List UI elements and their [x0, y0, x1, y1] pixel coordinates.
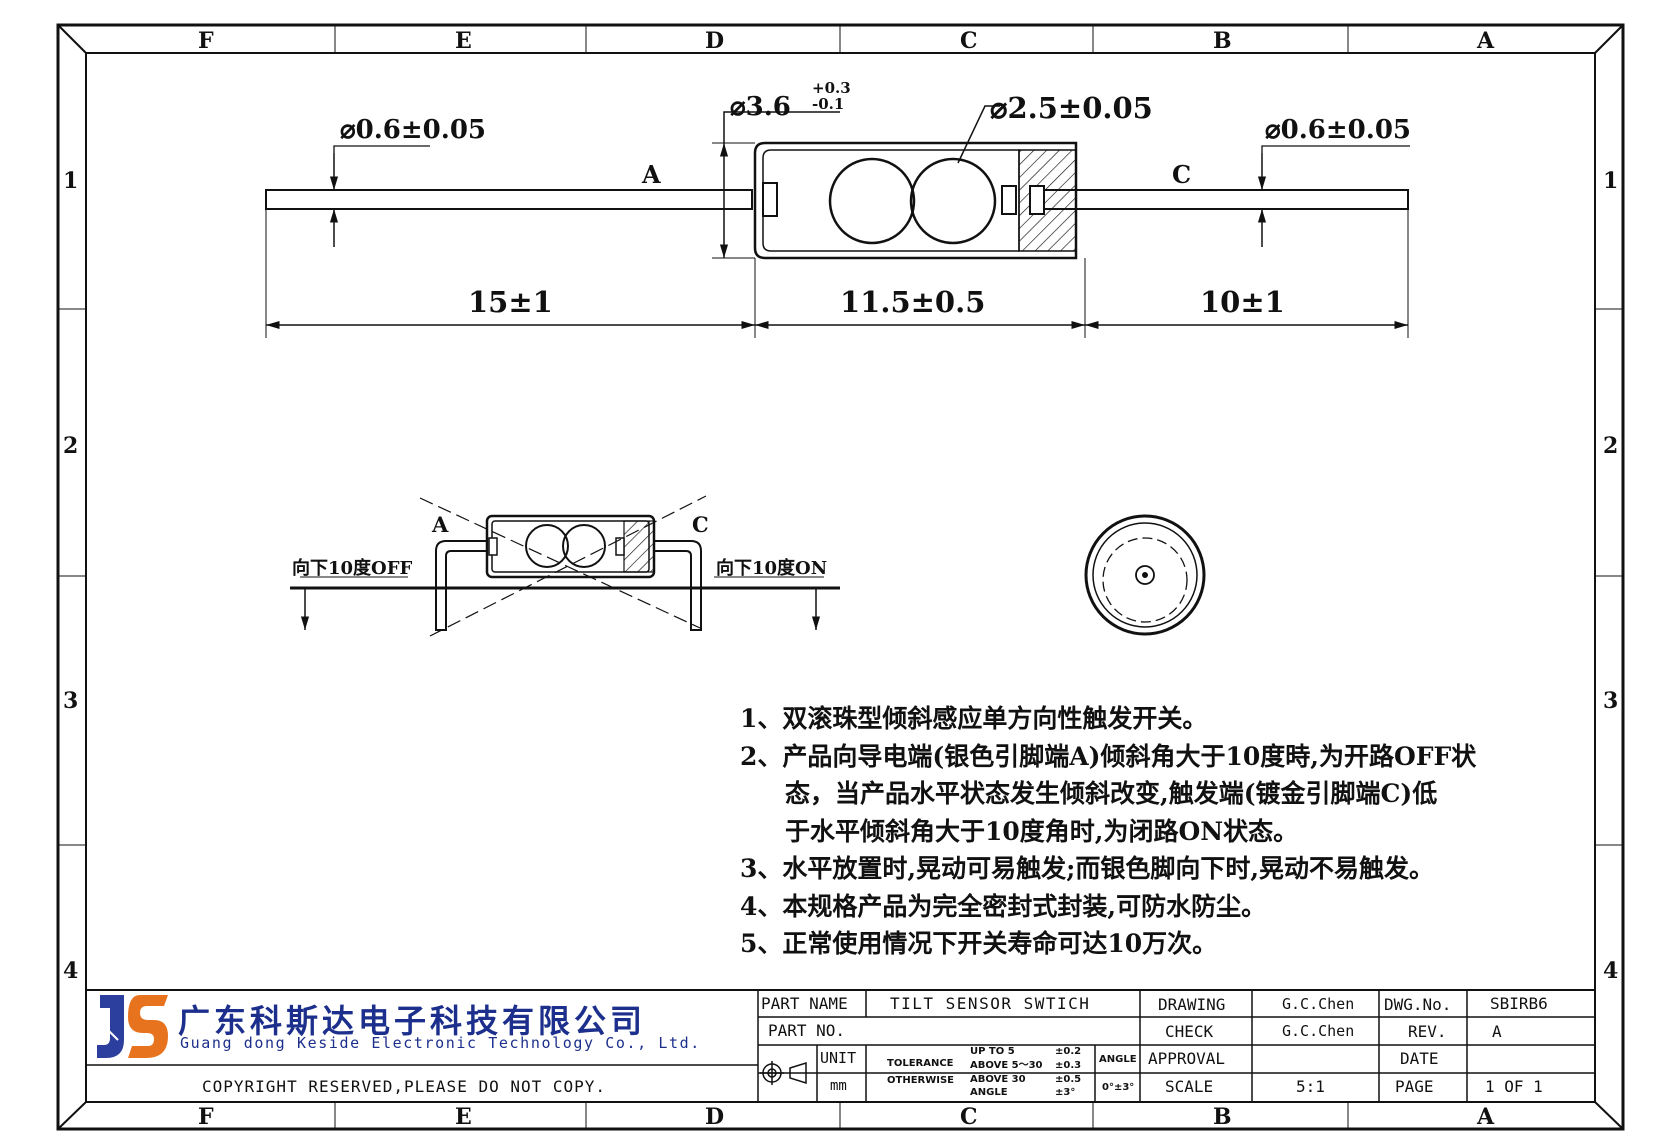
zone-col-top-f: F: [198, 28, 214, 54]
zone-row-left-2: 2: [63, 433, 79, 459]
part-no-label: PART NO.: [768, 1021, 846, 1040]
note-2-cont-2: 于水平倾斜角大于10度角时,为闭路ON状态。: [785, 816, 1299, 846]
tol-above-5-30-value: ±0.3: [1055, 1060, 1082, 1071]
sheet-frame: [56, 23, 1625, 1131]
zone-row-right-4: 4: [1603, 958, 1619, 984]
tol-up-to-5-value: ±0.2: [1055, 1046, 1082, 1057]
zone-col-top-d: D: [705, 28, 725, 54]
scale-value: 5:1: [1296, 1077, 1325, 1096]
ball-diameter: ⌀2.5±0.05: [990, 91, 1153, 125]
scale-label: SCALE: [1165, 1077, 1214, 1096]
zone-col-top-a: A: [1477, 28, 1495, 54]
tol-above-30-value: ±0.5: [1055, 1074, 1082, 1085]
copyright-notice: COPYRIGHT RESERVED,PLEASE DO NOT COPY.: [202, 1077, 607, 1096]
tol-angle: ANGLE: [970, 1087, 1008, 1098]
page-label: PAGE: [1395, 1077, 1434, 1096]
unit-label: UNIT: [820, 1049, 857, 1067]
length-left-lead: 15±1: [468, 285, 553, 319]
zone-col-bottom-d: D: [705, 1104, 725, 1130]
zone-col-top-e: E: [455, 28, 472, 54]
note-4: 4、本规格产品为完全密封式封装,可防水防尘。: [740, 891, 1267, 921]
tilt-on-label: 向下10度ON: [716, 558, 828, 579]
lead-diameter-right: ⌀0.6±0.05: [1265, 115, 1411, 145]
zone-col-bottom-f: F: [198, 1104, 214, 1130]
body-diameter-base: ⌀3.6: [730, 92, 791, 122]
pin-label-c: C: [1172, 160, 1192, 189]
tol-up-to-5: UP TO 5: [970, 1046, 1015, 1057]
body-diameter: ⌀3.6 +0.3 -0.1: [730, 80, 851, 120]
zone-row-left-1: 1: [63, 168, 79, 194]
tilt-pin-label-c: C: [692, 512, 709, 537]
top-view-drawing: [265, 105, 1410, 338]
end-view-drawing: [1084, 514, 1206, 636]
date-label: DATE: [1400, 1049, 1439, 1068]
approval-label: APPROVAL: [1148, 1049, 1226, 1068]
zone-row-left-4: 4: [63, 958, 79, 984]
unit-value: mm: [830, 1078, 847, 1094]
zone-col-bottom-c: C: [960, 1104, 978, 1130]
tilt-view-drawing: [290, 495, 840, 637]
check-by: G.C.Chen: [1282, 1022, 1355, 1040]
angle-label: ANGLE: [1099, 1054, 1137, 1065]
title-block-grid: [86, 989, 1595, 1102]
company-name-en: Guang dong Keside Electronic Technology …: [180, 1034, 701, 1052]
note-2: 2、产品向导电端(银色引脚端A)倾斜角大于10度時,为开路OFF状: [740, 741, 1477, 771]
tol-lower: -0.1: [812, 95, 845, 113]
tol-above-5-30: ABOVE 5～30: [970, 1060, 1043, 1071]
tol-above-30: ABOVE 30: [970, 1074, 1026, 1085]
zone-col-bottom-b: B: [1213, 1104, 1232, 1130]
tol-angle-value: ±3°: [1055, 1087, 1076, 1098]
drawing-label: DRAWING: [1158, 995, 1226, 1014]
tilt-pin-label-a: A: [432, 512, 449, 537]
check-label: CHECK: [1165, 1022, 1214, 1041]
zone-row-right-2: 2: [1603, 433, 1619, 459]
page-value: 1 OF 1: [1485, 1077, 1543, 1096]
part-name-label: PART NAME: [761, 994, 848, 1013]
length-body: 11.5±0.5: [840, 285, 986, 319]
tilt-off-label: 向下10度OFF: [292, 558, 413, 579]
note-1: 1、双滚珠型倾斜感应单方向性触发开关。: [740, 704, 1208, 733]
zone-row-right-3: 3: [1603, 688, 1619, 714]
length-right-lead: 10±1: [1200, 285, 1285, 319]
zone-col-top-b: B: [1213, 28, 1232, 54]
body-diameter-tolerance: +0.3 -0.1: [812, 80, 851, 112]
zone-row-right-1: 1: [1603, 168, 1619, 194]
dwg-no-value: SBIRB6: [1490, 994, 1548, 1013]
drawing-by: G.C.Chen: [1282, 995, 1355, 1013]
zone-col-top-c: C: [960, 28, 978, 54]
tolerance-label: TOLERANCE: [887, 1058, 954, 1069]
rev-label: REV.: [1408, 1022, 1447, 1041]
spec-notes: 1、双滚珠型倾斜感应单方向性触发开关。 2、产品向导电端(银色引脚端A)倾斜角大…: [740, 700, 1580, 963]
part-name-value: TILT SENSOR SWTICH: [890, 994, 1091, 1013]
note-5: 5、正常使用情况下开关寿命可达10万次。: [740, 929, 1218, 958]
otherwise-label: OTHERWISE: [887, 1075, 955, 1086]
pin-label-a: A: [642, 160, 661, 189]
projection-symbol: [760, 1061, 807, 1085]
lead-diameter-left: ⌀0.6±0.05: [340, 115, 486, 145]
tol-upper: +0.3: [812, 79, 851, 97]
rev-value: A: [1492, 1022, 1502, 1041]
note-3: 3、水平放置时,晃动可易触发;而银色脚向下时,晃动不易触发。: [740, 854, 1435, 883]
zone-col-bottom-e: E: [455, 1104, 472, 1130]
zone-col-bottom-a: A: [1477, 1104, 1495, 1130]
note-2-cont-1: 态，当产品水平状态发生倾斜改变,触发端(镀金引脚端C)低: [785, 779, 1438, 808]
zone-row-left-3: 3: [63, 688, 79, 714]
dwg-no-label: DWG.No.: [1384, 995, 1452, 1014]
company-name-cn: 广东科斯达电子科技有限公司: [178, 1002, 647, 1040]
company-logo: [95, 995, 168, 1058]
angle-value: 0°±3°: [1102, 1082, 1135, 1093]
